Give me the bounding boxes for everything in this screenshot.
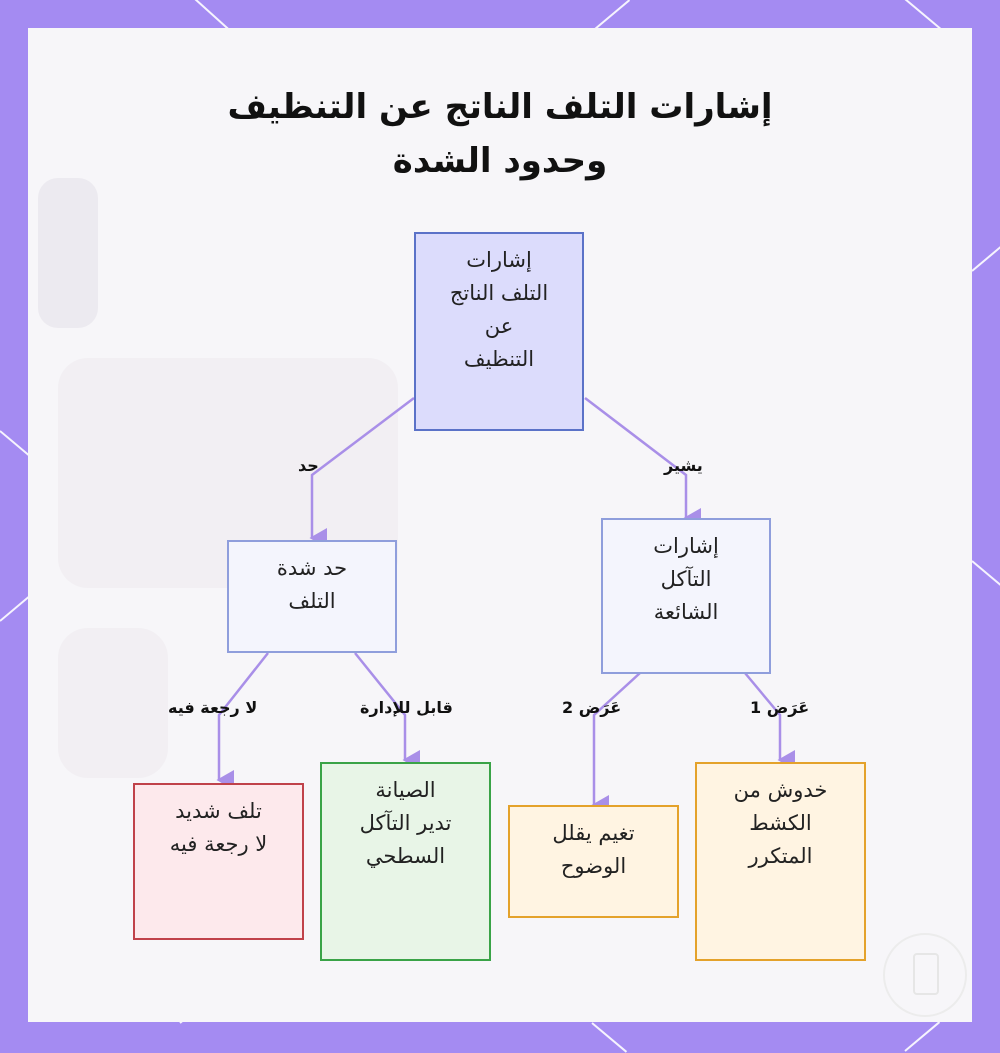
node-common-line: إشارات	[653, 534, 719, 558]
node-irreversible-line: تلف شديد	[175, 799, 262, 823]
edge-severity-maintenance	[354, 652, 420, 770]
edge-label-manageable: قابل للإدارة	[360, 698, 453, 717]
node-scratches-line: خدوش من	[733, 778, 828, 802]
edge-label-limit: حد	[298, 456, 319, 475]
node-maintenance-line: السطحي	[365, 844, 446, 868]
node-irreversible: تلف شديد لا رجعة فيه	[133, 783, 304, 940]
node-irreversible-line: لا رجعة فيه	[169, 832, 268, 856]
node-dulling: تغيم يقلل الوضوح	[508, 805, 679, 918]
diagram-subtitle: وحدود الشدة	[392, 141, 608, 181]
edge-label-indicates: يشير	[664, 456, 703, 475]
node-root-line: التلف الناتج	[449, 281, 549, 305]
node-root-line: عن	[484, 314, 514, 338]
node-maintenance: الصيانة تدير التآكل السطحي	[320, 762, 491, 961]
node-root-line: التنظيف	[463, 347, 535, 371]
edge-common-dulling	[591, 672, 641, 815]
edge-severity-irreversible	[216, 652, 269, 790]
node-dulling-line: الوضوح	[560, 854, 627, 878]
background-watermark	[28, 178, 98, 328]
node-scratches-line: المتكرر	[748, 844, 813, 868]
edge-label-irreversible: لا رجعة فيه	[168, 698, 258, 717]
node-common-line: التآكل	[660, 567, 712, 591]
device-icon	[883, 933, 967, 1017]
node-dulling-line: تغيم يقلل	[552, 821, 635, 845]
node-common-wear: إشارات التآكل الشائعة	[601, 518, 771, 674]
node-root: إشارات التلف الناتج عن التنظيف	[414, 232, 584, 431]
edge-root-severity	[309, 397, 415, 548]
node-maintenance-line: الصيانة	[375, 778, 436, 802]
node-root-line: إشارات	[466, 248, 532, 272]
node-scratches-line: الكشط	[749, 811, 812, 835]
node-scratches: خدوش من الكشط المتكرر	[695, 762, 866, 961]
node-severity-line: حد شدة	[276, 556, 348, 580]
node-common-line: الشائعة	[653, 600, 719, 624]
edge-label-symptom2: عَرَض 2	[562, 698, 622, 717]
diagram-title: إشارات التلف الناتج عن التنظيف	[227, 87, 773, 127]
node-severity-line: التلف	[288, 589, 336, 613]
node-maintenance-line: تدير التآكل	[359, 811, 452, 835]
edge-root-common	[584, 397, 701, 528]
node-severity-limit: حد شدة التلف	[227, 540, 397, 653]
edge-common-scratches	[744, 672, 795, 770]
edge-label-symptom1: عَرَض 1	[750, 698, 810, 717]
background-watermark	[58, 628, 168, 778]
